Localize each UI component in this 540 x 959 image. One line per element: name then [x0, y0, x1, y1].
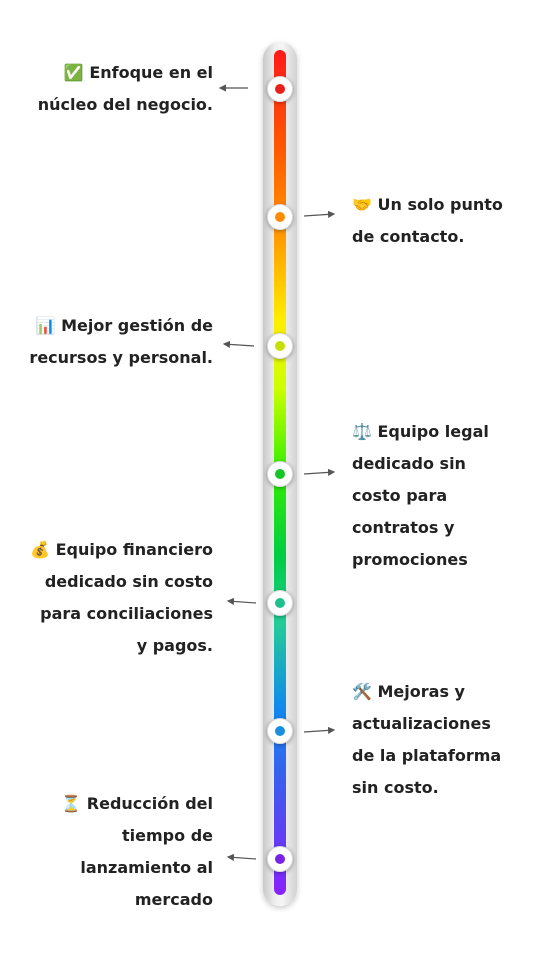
label-line: Enfoque en el [89, 63, 213, 82]
timeline-label-5: 💰 Equipo financiero dedicado sin costo p… [30, 534, 213, 662]
node-dot-3 [275, 341, 285, 351]
label-line: recursos y personal. [29, 348, 213, 367]
label-line: lanzamiento al [80, 858, 213, 877]
node-dot-5 [275, 598, 285, 608]
label-line: Un solo punto [377, 195, 503, 214]
label-line: dedicado sin [352, 454, 466, 473]
timeline-label-2: 🤝 Un solo punto de contacto. [352, 189, 503, 253]
label-line: Reducción del [86, 794, 213, 813]
label-line: Mejor gestión de [61, 316, 213, 335]
label-line: sin costo. [352, 778, 439, 797]
label-line: de contacto. [352, 227, 465, 246]
money-bag-icon: 💰 [30, 540, 50, 559]
hourglass-icon: ⏳ [61, 794, 82, 813]
label-line: Equipo financiero [55, 540, 213, 559]
label-line: mercado [134, 890, 213, 909]
bar-chart-icon: 📊 [35, 316, 56, 335]
label-line: costo para [352, 486, 448, 505]
label-line: y pagos. [136, 636, 213, 655]
label-line: Mejoras y [377, 682, 465, 701]
timeline-node-7 [267, 846, 293, 872]
label-line: dedicado sin costo [44, 572, 213, 591]
timeline-label-1: ✅ Enfoque en el núcleo del negocio. [38, 57, 213, 121]
node-dot-7 [275, 854, 285, 864]
timeline-node-1 [267, 76, 293, 102]
node-dot-4 [275, 469, 285, 479]
label-line: Equipo legal [377, 422, 489, 441]
timeline-label-4: ⚖️ Equipo legal dedicado sin costo para … [352, 416, 489, 576]
timeline-label-6: 🛠️ Mejoras y actualizaciones de la plata… [352, 676, 501, 804]
timeline-label-7: ⏳ Reducción del tiempo de lanzamiento al… [61, 788, 213, 916]
connector-arrow-2 [303, 210, 336, 218]
connector-arrow-6 [303, 726, 336, 734]
connector-arrow-5 [226, 597, 257, 606]
label-line: de la plataforma [352, 746, 502, 765]
node-dot-1 [275, 84, 285, 94]
node-dot-6 [275, 726, 285, 736]
node-dot-2 [275, 212, 285, 222]
connector-arrow-7 [226, 853, 257, 862]
timeline-node-5 [267, 590, 293, 616]
label-line: promociones [352, 550, 468, 569]
scales-icon: ⚖️ [352, 422, 372, 441]
timeline-label-3: 📊 Mejor gestión de recursos y personal. [29, 310, 213, 374]
timeline-node-4 [267, 461, 293, 487]
label-line: para conciliaciones [40, 604, 213, 623]
check-mark-icon: ✅ [63, 63, 84, 82]
label-line: núcleo del negocio. [37, 95, 213, 114]
connector-arrow-3 [222, 340, 255, 348]
label-line: tiempo de [122, 826, 213, 845]
timeline-node-2 [267, 204, 293, 230]
label-line: contratos y [352, 518, 455, 537]
timeline-node-3 [267, 333, 293, 359]
handshake-icon: 🤝 [352, 195, 372, 214]
timeline-node-6 [267, 718, 293, 744]
tools-icon: 🛠️ [352, 682, 372, 701]
connector-arrow-4 [303, 468, 336, 476]
label-line: actualizaciones [352, 714, 491, 733]
